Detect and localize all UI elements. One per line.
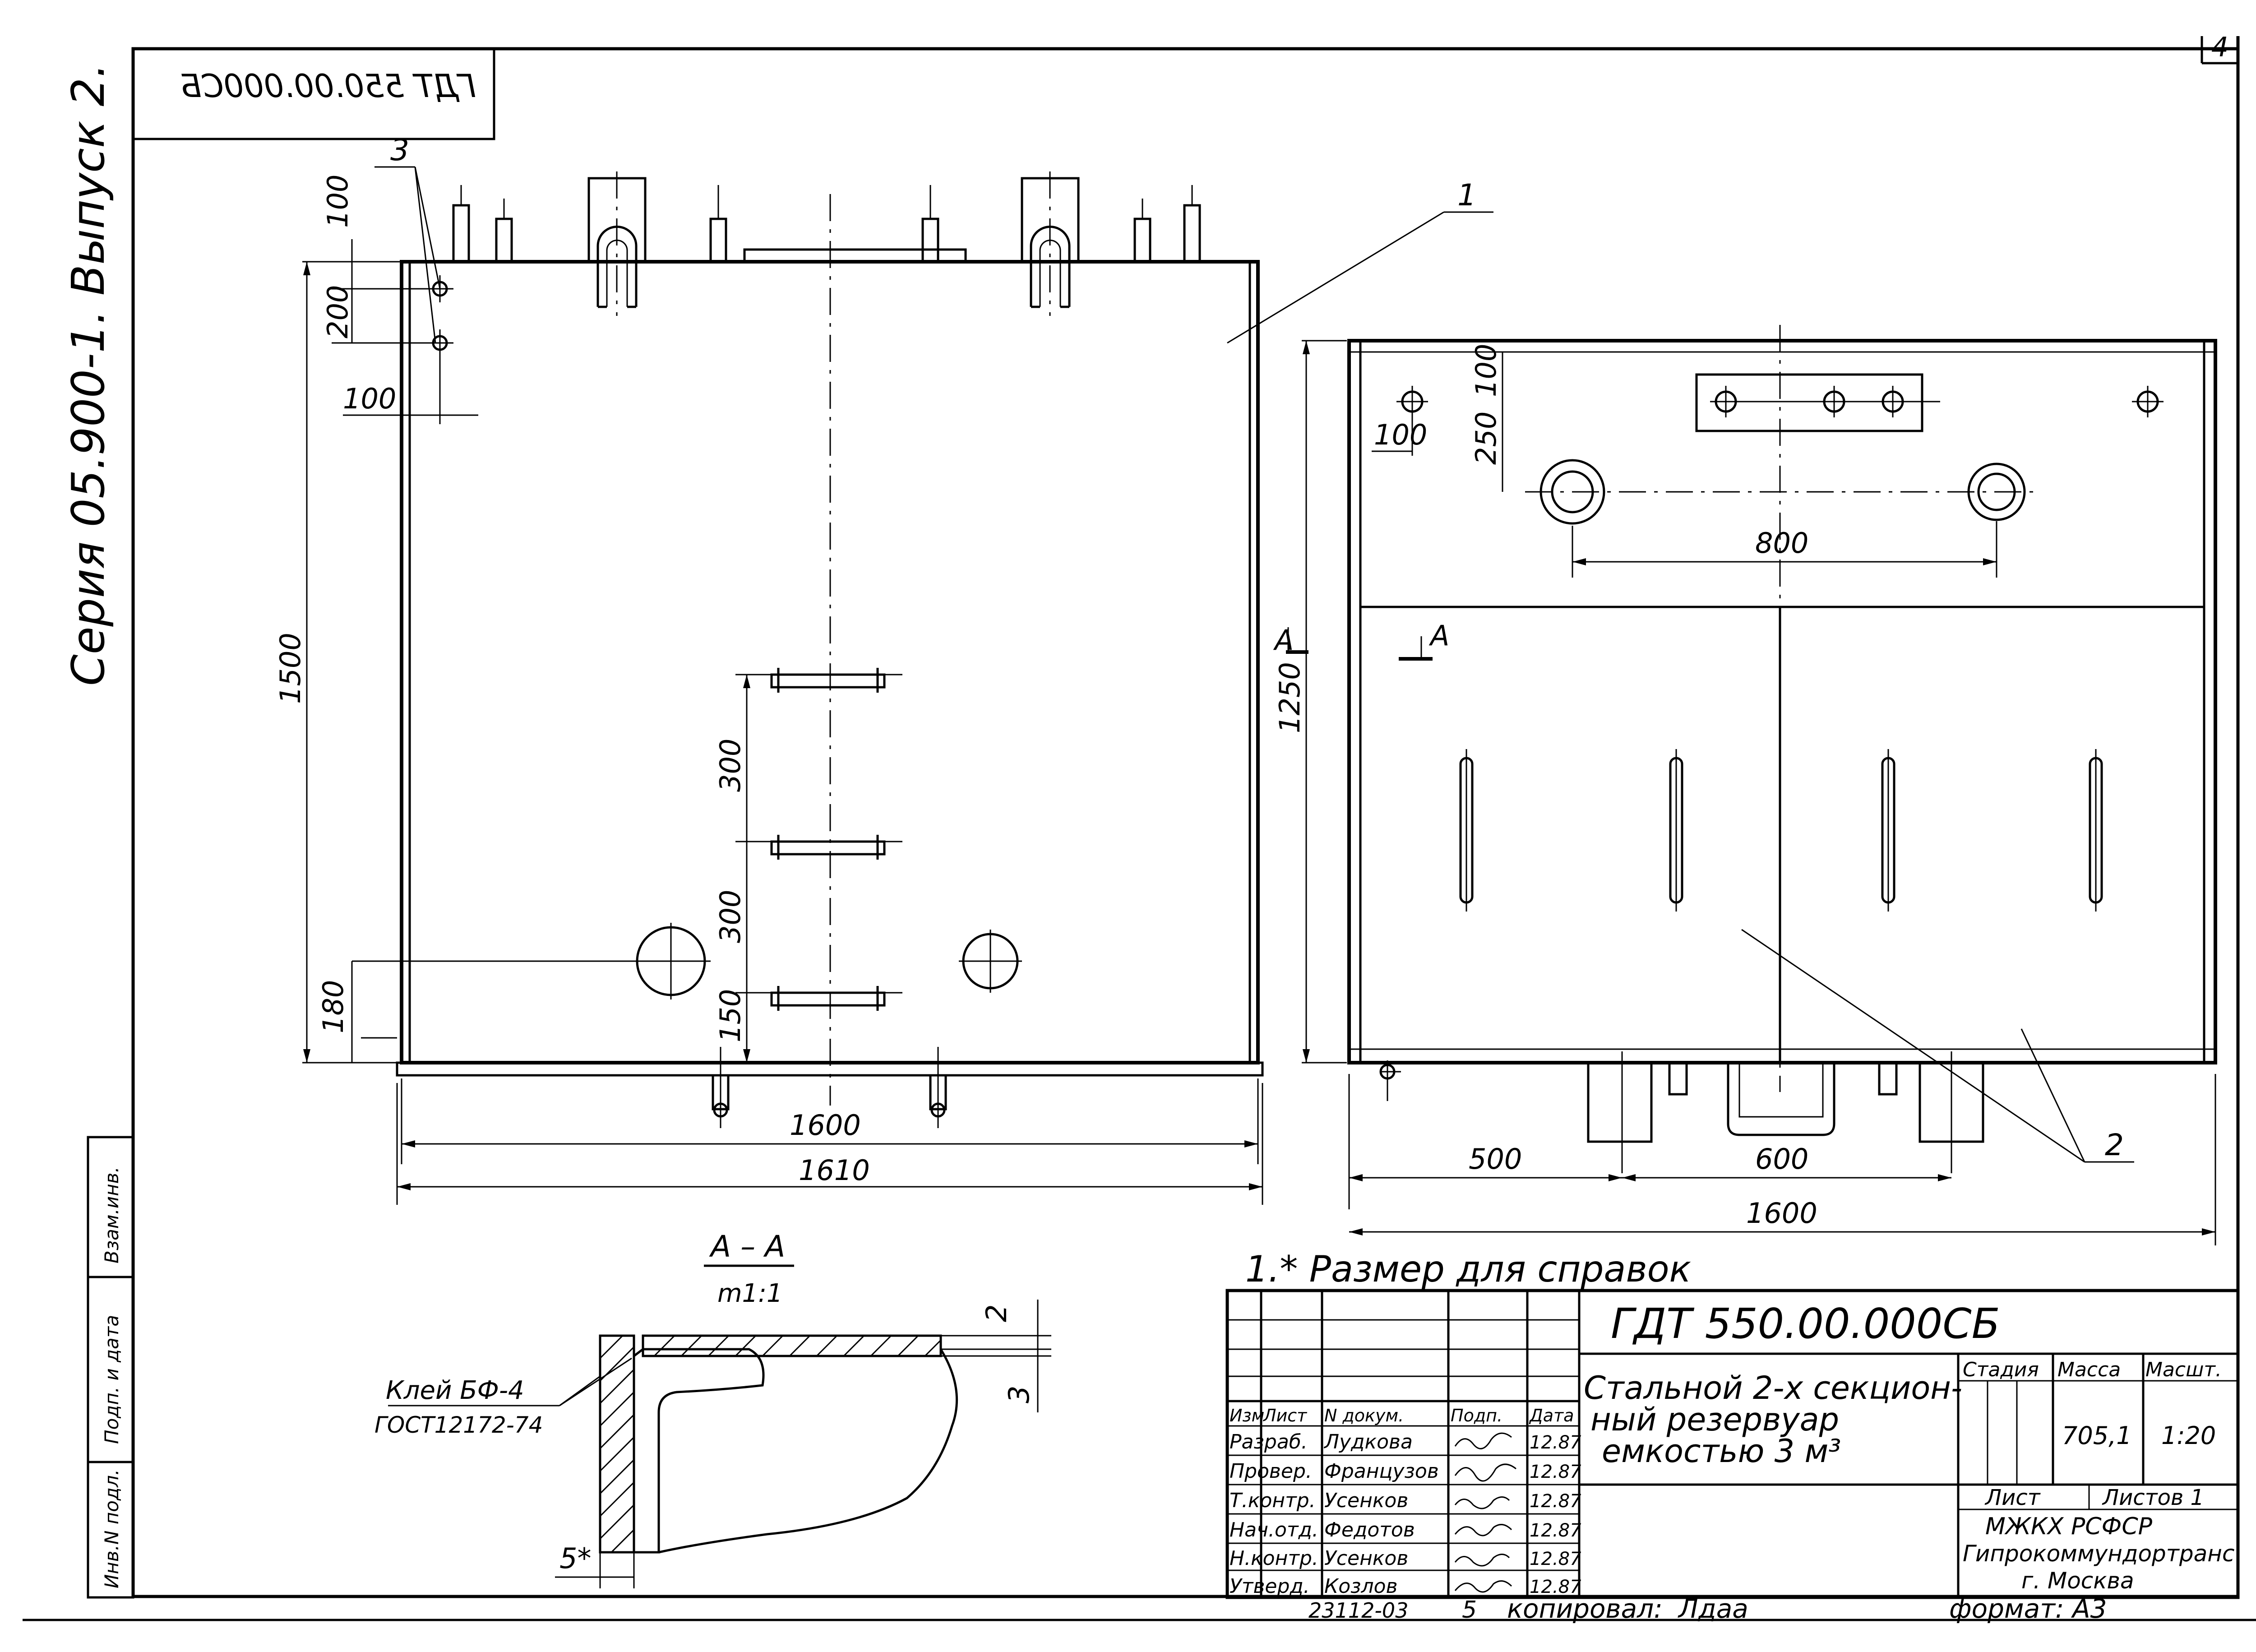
front-dim-150: 150 (714, 989, 747, 1042)
row-date-6: 12.87 (1530, 1577, 1581, 1597)
row-date-3: 12.87 (1530, 1491, 1581, 1512)
front-dim-1600: 1600 (790, 1109, 861, 1142)
front-dim-180: 180 (317, 980, 350, 1033)
callout-1: 1 (1457, 178, 1476, 213)
sheets-label: Листов 1 (2102, 1485, 2204, 1510)
row-name-3: Усенков (1324, 1489, 1408, 1512)
title-doc-code: ГДТ 550.00.000СБ (1611, 1300, 2000, 1348)
section-title: А – А (709, 1229, 785, 1264)
page-number: 4 (2211, 32, 2228, 63)
section-a-a (388, 1264, 1051, 1588)
col-izm: Изм (1230, 1406, 1264, 1425)
row-date-2: 12.87 (1530, 1462, 1581, 1482)
callout-2: 2 (2105, 1128, 2124, 1162)
glue-standard: ГОСТ12172-74 (374, 1412, 543, 1438)
callout-3: 3 (390, 133, 409, 167)
stamp-podp-data: Подп. и дата (101, 1315, 123, 1444)
top-dim-1600: 1600 (1746, 1197, 1817, 1230)
copied-label: копировал: (1507, 1593, 1663, 1624)
note-text: 1.* Размер для справок (1245, 1248, 1691, 1290)
section-dim-3: 3 (1003, 1386, 1036, 1403)
section-mark-a-left: А (1273, 624, 1294, 657)
bottom-num: 5 (1462, 1596, 1477, 1624)
bottom-code: 23112-03 (1308, 1598, 1408, 1623)
top-view (1286, 325, 2217, 1245)
col-data: Дата (1529, 1406, 1574, 1425)
front-dim-100-side: 100 (343, 382, 396, 415)
row-name-4: Федотов (1324, 1518, 1415, 1541)
row-date-4: 12.87 (1530, 1520, 1581, 1541)
row-role-3: Т.контр. (1230, 1489, 1316, 1512)
org-line3: г. Москва (2021, 1568, 2134, 1594)
top-dim-100-h: 100 (1374, 418, 1427, 451)
stamp-inv-podl: Инв.N подл. (101, 1469, 123, 1588)
mass-label: Масса (2057, 1358, 2121, 1381)
sheet-label: Лист (1984, 1485, 2041, 1510)
section-dim-2: 2 (980, 1305, 1013, 1322)
stage-label: Стадия (1963, 1358, 2039, 1381)
title-name-line2: ный резервуар (1590, 1401, 1839, 1438)
mass-value: 705,1 (2062, 1421, 2132, 1450)
front-dim-1500: 1500 (274, 633, 307, 704)
top-pins (452, 185, 1201, 263)
copied-signature: Лдаа (1678, 1593, 1748, 1624)
scale-value: 1:20 (2161, 1421, 2216, 1450)
top-dim-800: 800 (1755, 527, 1808, 560)
front-view (302, 166, 1493, 1205)
top-dim-250: 250 (1470, 412, 1502, 465)
front-dim-100-top: 100 (321, 175, 354, 228)
section-mark-a-right: А (1428, 619, 1449, 652)
row-role-4: Нач.отд. (1230, 1518, 1318, 1541)
ladder-rungs (770, 668, 902, 1011)
row-name-2: Французов (1324, 1460, 1439, 1483)
col-podp: Подп. (1451, 1406, 1502, 1425)
front-dim-300-b: 300 (714, 890, 747, 943)
series-label: Серия 05.900-1. Выпуск 2. (62, 63, 115, 686)
front-dim-1610: 1610 (799, 1154, 870, 1187)
signatures (1454, 1432, 1516, 1593)
front-dim-200: 200 (321, 285, 354, 338)
row-name-5: Усенков (1324, 1547, 1408, 1570)
top-dim-500: 500 (1469, 1143, 1522, 1175)
org-line1: МЖКХ РСФСР (1985, 1513, 2153, 1540)
section-scale: m1:1 (717, 1279, 783, 1308)
front-dim-300-a: 300 (714, 739, 747, 792)
top-code-box: ГДТ 550.00.000СБ (132, 47, 495, 140)
title-name-line1: Стальной 2-х секцион- (1584, 1370, 1962, 1407)
row-name-1: Лудкова (1323, 1430, 1413, 1453)
row-role-6: Утверд. (1230, 1575, 1310, 1598)
doc-code-mirrored: ГДТ 550.00.000СБ (180, 68, 476, 105)
row-role-5: Н.контр. (1230, 1547, 1318, 1570)
col-list: Лист (1262, 1406, 1308, 1425)
row-name-6: Козлов (1324, 1575, 1398, 1598)
glue-label: Клей БФ-4 (386, 1376, 524, 1405)
title-block (1225, 1289, 2240, 1599)
section-dim-5: 5* (559, 1542, 591, 1575)
title-name-line3: емкостью 3 м³ (1602, 1433, 1841, 1470)
format-label: формат: А3 (1949, 1593, 2107, 1624)
row-role-2: Провер. (1230, 1460, 1312, 1483)
top-dim-600: 600 (1755, 1143, 1808, 1175)
row-date-1: 12.87 (1530, 1432, 1581, 1453)
top-dim-1250: 1250 (1273, 662, 1306, 733)
scale-label: Масшт. (2145, 1358, 2222, 1381)
col-ndok: N докум. (1324, 1406, 1404, 1425)
org-line2: Гипрокоммундортранс (1963, 1541, 2234, 1567)
lifting-lugs (587, 171, 1080, 316)
stamp-vzam-inv: Взам.инв. (101, 1166, 123, 1263)
row-role-1: Разраб. (1230, 1430, 1308, 1453)
row-date-5: 12.87 (1530, 1549, 1581, 1569)
vertical-bars (1459, 749, 2103, 912)
top-dim-100-v: 100 (1470, 344, 1502, 397)
side-stamp: Взам.инв. Подп. и дата Инв.N подл. (87, 1136, 134, 1599)
